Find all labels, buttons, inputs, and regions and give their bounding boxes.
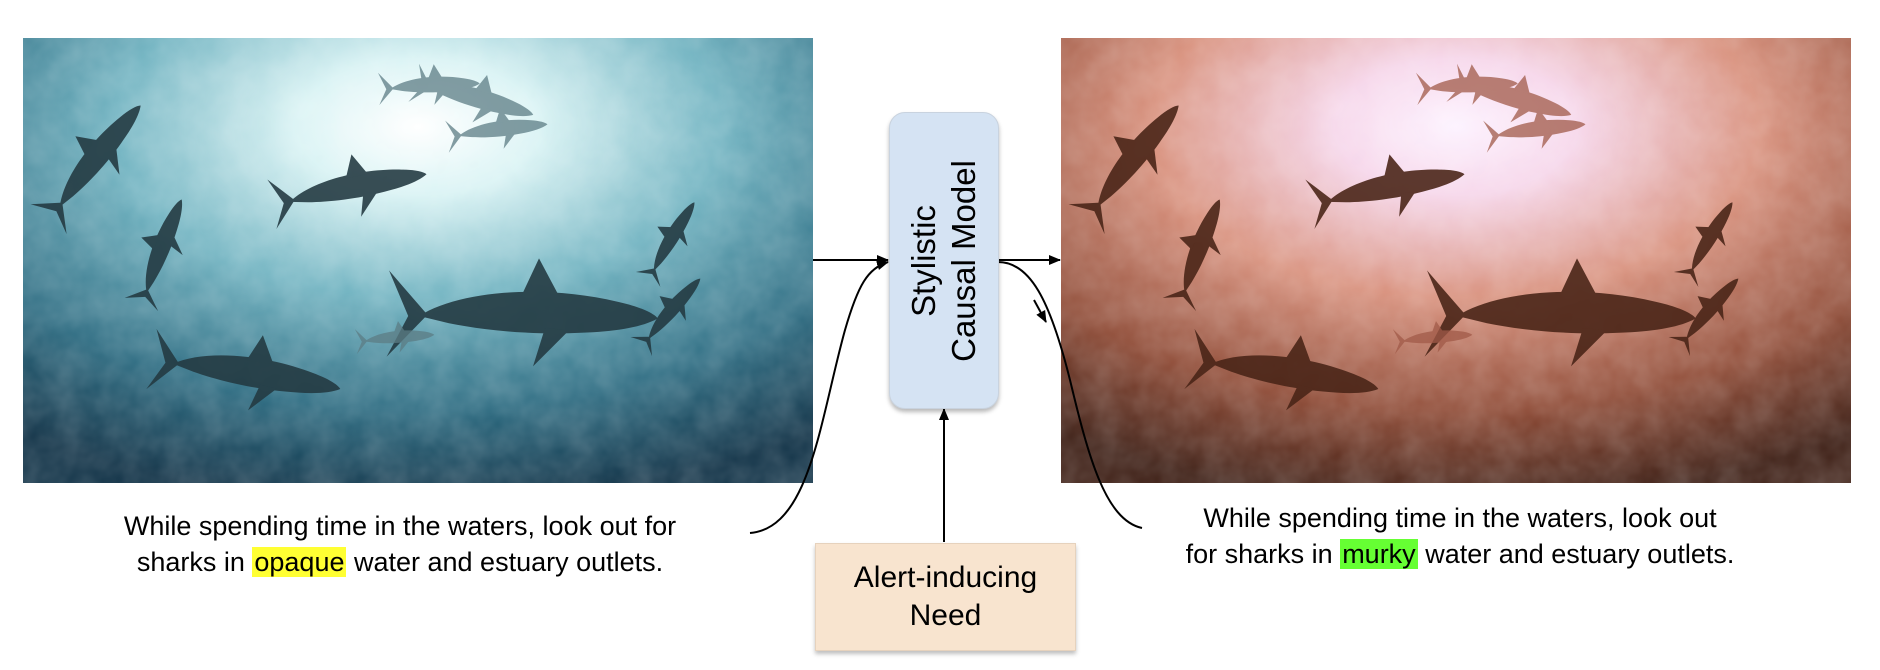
need-label-line2: Need [909, 599, 982, 632]
model-label-line2: Causal Model [945, 159, 982, 362]
caption-original-after: water and estuary outlets. [346, 547, 664, 577]
shark-scene-rose [1061, 38, 1851, 483]
caption-stylized-after: water and estuary outlets. [1417, 539, 1735, 569]
shark-photo-stylized [1061, 38, 1851, 483]
caption-stylized: While spending time in the waters, look … [1120, 500, 1800, 572]
caption-stylized-line1: While spending time in the waters, look … [1203, 503, 1717, 533]
caption-stylized-line2: for sharks in murky water and estuary ou… [1120, 536, 1800, 572]
alert-inducing-need-box: Alert-inducing Need [815, 543, 1076, 651]
shark-scene-teal [23, 38, 813, 483]
need-label: Alert-inducing Need [854, 559, 1037, 635]
highlight-opaque: opaque [252, 547, 347, 577]
caption-original: While spending time in the waters, look … [80, 508, 720, 580]
caption-original-before: sharks in [136, 547, 253, 577]
caption-original-line2: sharks in opaque water and estuary outle… [80, 544, 720, 580]
highlight-murky: murky [1340, 539, 1418, 569]
arrowhead-model-branch [1033, 299, 1047, 323]
model-label: Stylistic Causal Model [904, 160, 984, 362]
caption-stylized-before: for sharks in [1185, 539, 1341, 569]
shark-photo-original [23, 38, 813, 483]
need-label-line1: Alert-inducing [853, 561, 1038, 594]
stylistic-causal-model-box: Stylistic Causal Model [889, 112, 999, 409]
caption-original-line1: While spending time in the waters, look … [123, 511, 677, 541]
model-label-line1: Stylistic [905, 204, 942, 317]
